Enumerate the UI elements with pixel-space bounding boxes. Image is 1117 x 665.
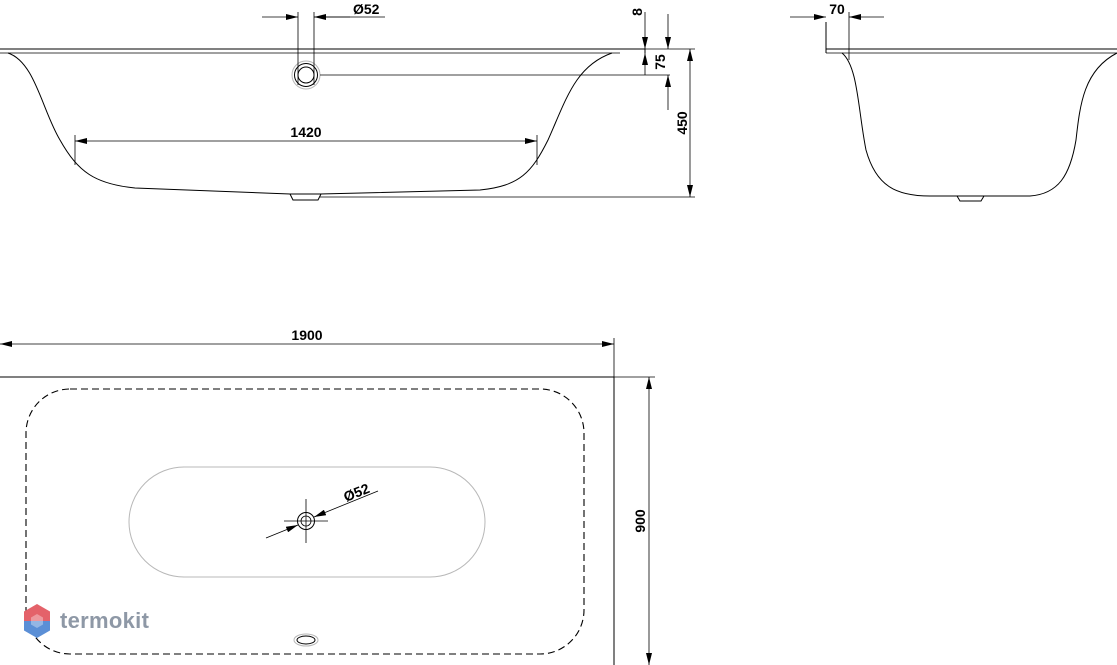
- dim-plan-o52-line-b: [313, 490, 379, 518]
- overflow-outer-ring: [291, 60, 321, 90]
- plan-overflow-outer: [293, 633, 319, 647]
- dim-plan-o52-line-a: [265, 524, 299, 539]
- dim-overall-width-label: 900: [632, 509, 648, 533]
- dim-overall-length-label: 1900: [291, 327, 322, 343]
- overflow-inner: [297, 66, 315, 84]
- dim-overflow-offset-label: 75: [652, 54, 668, 70]
- overflow-ring: [294, 63, 318, 87]
- dim-depth-label: 450: [674, 111, 690, 135]
- end-tub-outline: [841, 52, 1117, 197]
- dim-drain-plan-label: Ø52: [341, 480, 372, 505]
- plan-overflow-inner: [296, 635, 316, 645]
- drain-foot: [289, 193, 322, 201]
- watermark-brand: termokit: [60, 608, 150, 633]
- plan-bottom-stadium: [128, 466, 486, 578]
- hexagon-logo-icon: [24, 604, 50, 638]
- plan-basin-dashed: [25, 388, 585, 655]
- tub-body-outline: [7, 52, 613, 195]
- side-elevation-view: Ø52 8 75 450 1420: [0, 1, 695, 201]
- plan-view: 1900 900 Ø52: [0, 327, 655, 665]
- dim-bottom-length-label: 1420: [290, 124, 321, 140]
- dim-outlet-top-label: Ø52: [353, 1, 380, 17]
- dim-rim-thickness-label: 8: [629, 8, 645, 16]
- rim-right-edge: [612, 48, 646, 53]
- end-elevation-view: 70: [790, 1, 1117, 202]
- termokit-watermark: termokit: [22, 601, 149, 641]
- end-drain-foot: [956, 195, 985, 202]
- dim-side-rim-label: 70: [829, 1, 845, 17]
